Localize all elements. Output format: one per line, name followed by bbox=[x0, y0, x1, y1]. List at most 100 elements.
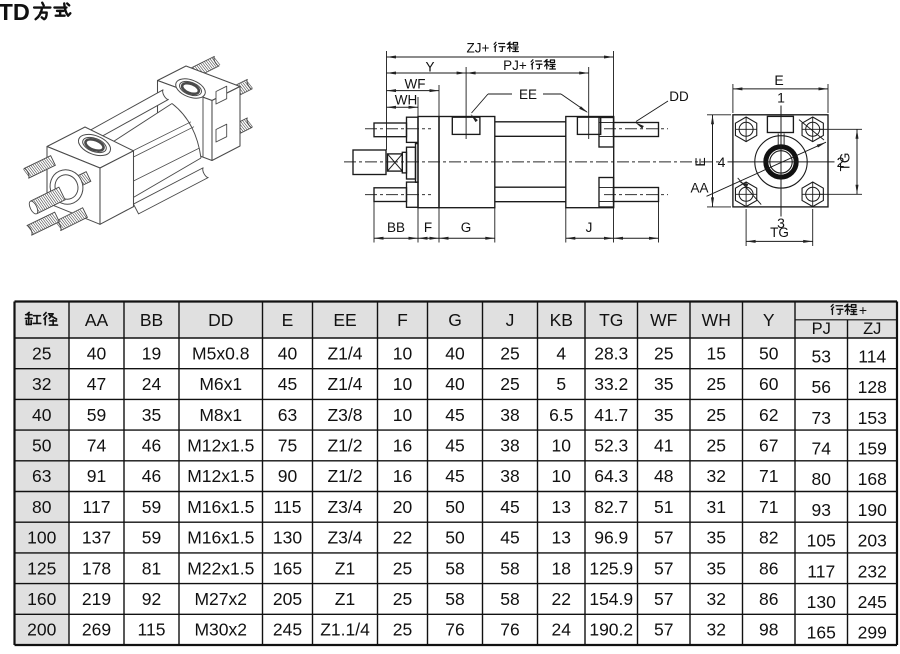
svg-text:165: 165 bbox=[807, 623, 836, 643]
svg-text:125.9: 125.9 bbox=[589, 558, 633, 578]
svg-text:TG: TG bbox=[770, 225, 789, 240]
svg-text:4: 4 bbox=[556, 343, 566, 363]
svg-text:10: 10 bbox=[552, 466, 572, 486]
svg-text:45: 45 bbox=[445, 405, 464, 425]
svg-text:45: 45 bbox=[445, 435, 464, 455]
svg-text:M16x1.5: M16x1.5 bbox=[187, 528, 254, 548]
svg-text:59: 59 bbox=[142, 528, 161, 548]
svg-text:165: 165 bbox=[273, 558, 302, 578]
svg-text:115: 115 bbox=[138, 620, 166, 640]
svg-text:105: 105 bbox=[807, 531, 836, 551]
svg-text:190.2: 190.2 bbox=[589, 620, 633, 640]
svg-text:38: 38 bbox=[500, 466, 519, 486]
svg-text:20: 20 bbox=[393, 497, 413, 517]
svg-text:57: 57 bbox=[654, 589, 673, 609]
svg-text:Z1.1/4: Z1.1/4 bbox=[320, 620, 370, 640]
svg-text:35: 35 bbox=[707, 558, 726, 578]
svg-text:86: 86 bbox=[759, 589, 778, 609]
svg-text:AA: AA bbox=[85, 310, 109, 330]
svg-text:32: 32 bbox=[707, 620, 726, 640]
svg-text:G: G bbox=[448, 310, 462, 330]
svg-text:63: 63 bbox=[278, 405, 297, 425]
svg-text:WH: WH bbox=[702, 310, 731, 330]
svg-text:G: G bbox=[461, 220, 472, 235]
svg-text:22: 22 bbox=[393, 528, 412, 548]
svg-text:92: 92 bbox=[142, 589, 161, 609]
svg-text:60: 60 bbox=[759, 374, 779, 394]
svg-text:245: 245 bbox=[273, 620, 302, 640]
svg-text:35: 35 bbox=[142, 405, 161, 425]
svg-text:35: 35 bbox=[654, 405, 673, 425]
svg-text:74: 74 bbox=[87, 435, 107, 455]
svg-text:130: 130 bbox=[273, 528, 302, 548]
svg-text:80: 80 bbox=[32, 497, 52, 517]
svg-text:205: 205 bbox=[273, 589, 302, 609]
svg-text:F: F bbox=[397, 310, 408, 330]
svg-text:19: 19 bbox=[142, 343, 161, 363]
svg-text:190: 190 bbox=[858, 500, 887, 520]
svg-text:117: 117 bbox=[807, 561, 835, 581]
svg-text:M6x1: M6x1 bbox=[199, 374, 242, 394]
svg-text:32: 32 bbox=[707, 466, 726, 486]
svg-text:50: 50 bbox=[445, 528, 465, 548]
svg-text:PJ: PJ bbox=[812, 320, 831, 338]
svg-text:18: 18 bbox=[552, 558, 571, 578]
svg-text:245: 245 bbox=[858, 592, 887, 612]
svg-text:M16x1.5: M16x1.5 bbox=[187, 497, 254, 517]
svg-text:53: 53 bbox=[812, 346, 831, 366]
svg-text:52.3: 52.3 bbox=[594, 435, 628, 455]
svg-text:22: 22 bbox=[552, 589, 571, 609]
svg-text:Z3/8: Z3/8 bbox=[327, 405, 362, 425]
svg-text:153: 153 bbox=[858, 408, 887, 428]
svg-text:Y: Y bbox=[763, 310, 775, 330]
svg-text:74: 74 bbox=[812, 438, 832, 458]
svg-text:86: 86 bbox=[759, 558, 778, 578]
svg-text:63: 63 bbox=[32, 466, 51, 486]
svg-text:10: 10 bbox=[393, 343, 413, 363]
svg-text:25: 25 bbox=[500, 374, 519, 394]
svg-text:TD: TD bbox=[0, 0, 30, 25]
svg-text:WF: WF bbox=[405, 77, 426, 92]
svg-text:159: 159 bbox=[858, 438, 887, 458]
svg-text:M8x1: M8x1 bbox=[199, 405, 242, 425]
svg-text:10: 10 bbox=[393, 405, 413, 425]
svg-text:10: 10 bbox=[552, 435, 572, 455]
svg-text:DD: DD bbox=[208, 310, 233, 330]
svg-text:81: 81 bbox=[142, 558, 161, 578]
svg-text:10: 10 bbox=[393, 374, 413, 394]
svg-text:48: 48 bbox=[654, 466, 673, 486]
svg-text:50: 50 bbox=[445, 497, 465, 517]
svg-text:299: 299 bbox=[858, 623, 887, 643]
svg-text:M22x1.5: M22x1.5 bbox=[187, 558, 254, 578]
svg-text:PJ+: PJ+ bbox=[503, 58, 527, 73]
svg-text:M12x1.5: M12x1.5 bbox=[187, 466, 254, 486]
svg-text:62: 62 bbox=[759, 405, 778, 425]
svg-text:128: 128 bbox=[858, 377, 887, 397]
svg-text:47: 47 bbox=[87, 374, 106, 394]
svg-text:Z1/4: Z1/4 bbox=[327, 343, 362, 363]
svg-text:25: 25 bbox=[393, 589, 412, 609]
svg-text:59: 59 bbox=[142, 497, 161, 517]
svg-text:EE: EE bbox=[519, 87, 537, 102]
svg-text:67: 67 bbox=[759, 435, 778, 455]
svg-text:BB: BB bbox=[140, 310, 163, 330]
svg-text:M30x2: M30x2 bbox=[194, 620, 247, 640]
svg-text:40: 40 bbox=[445, 374, 465, 394]
svg-text:168: 168 bbox=[858, 469, 887, 489]
svg-text:WF: WF bbox=[650, 310, 677, 330]
svg-text:96.9: 96.9 bbox=[594, 528, 628, 548]
svg-text:76: 76 bbox=[500, 620, 519, 640]
svg-text:5: 5 bbox=[556, 374, 566, 394]
svg-text:38: 38 bbox=[500, 435, 519, 455]
svg-text:56: 56 bbox=[812, 377, 831, 397]
svg-text:AA: AA bbox=[690, 181, 708, 196]
svg-text:25: 25 bbox=[707, 374, 726, 394]
svg-text:Z1: Z1 bbox=[335, 589, 355, 609]
svg-text:EE: EE bbox=[333, 310, 356, 330]
svg-text:25: 25 bbox=[654, 343, 673, 363]
svg-text:45: 45 bbox=[500, 497, 519, 517]
svg-text:58: 58 bbox=[500, 589, 519, 609]
svg-text:50: 50 bbox=[759, 343, 779, 363]
svg-text:73: 73 bbox=[812, 408, 831, 428]
svg-text:58: 58 bbox=[445, 558, 464, 578]
